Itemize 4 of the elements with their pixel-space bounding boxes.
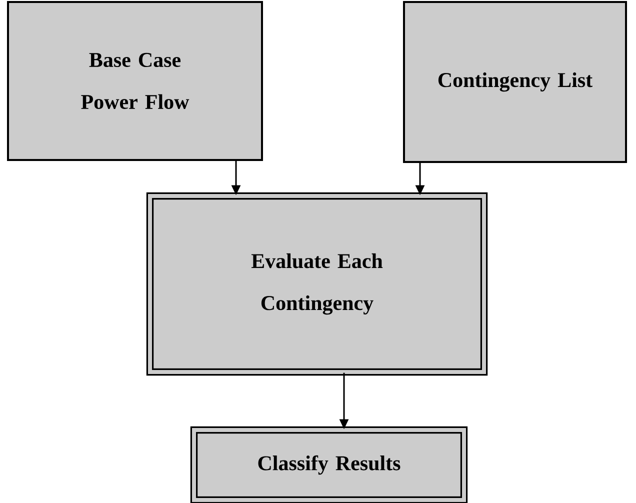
process-box: Contingency List [403,1,627,163]
process-box: Classify Results [190,426,468,503]
process-box: Base Case Power Flow [7,1,263,161]
process-box: Evaluate Each Contingency [146,192,488,376]
